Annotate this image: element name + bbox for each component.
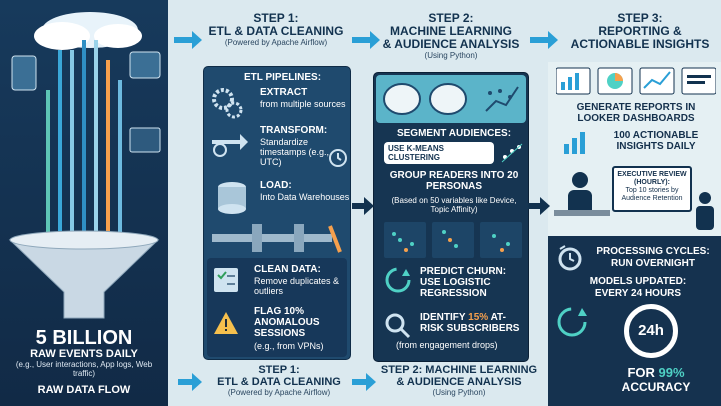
step1-header: STEP 1: ETL & DATA CLEANING (Powered by … (196, 11, 356, 48)
arrow-right-icon (530, 31, 558, 49)
churn-icon (385, 267, 411, 293)
footer-step1: STEP 1: ETL & DATA CLEANING (Powered by … (204, 364, 354, 397)
brain-icon (429, 83, 467, 115)
step1-title-line1: STEP 1: (253, 11, 299, 25)
accuracy-line1: FOR 99% (596, 366, 716, 380)
ml-icons (383, 83, 519, 115)
processing-cycles-text: RUN OVERNIGHT (611, 258, 695, 269)
segment-audiences-heading: SEGMENT AUDIENCES: (396, 128, 512, 139)
clean-data-heading: CLEAN DATA: (254, 264, 321, 275)
timer-icon (558, 245, 582, 271)
24h-clock-icon (624, 304, 678, 358)
step2-title-line2: MACHINE LEARNING (390, 24, 512, 38)
magnifier-icon (385, 313, 411, 339)
analyst-illustration (554, 172, 610, 216)
arrow-right-icon (352, 197, 374, 215)
predict-churn-heading: PREDICT CHURN: (420, 266, 507, 277)
accuracy-line2: ACCURACY (621, 380, 691, 394)
laptop-icon (129, 127, 161, 153)
footer-step1-subtitle: (Powered by Apache Airflow) (227, 388, 331, 397)
events-examples: (e.g., User interactions, App logs, Web … (15, 360, 153, 378)
events-label: RAW EVENTS DAILY (30, 348, 138, 360)
pipes-illustration (212, 224, 342, 253)
arrow-right-icon (174, 31, 202, 49)
phone-icon (11, 55, 37, 91)
flag-anomalous-text: (e.g., from VPNs) (254, 341, 324, 351)
predict-churn-text: USE LOGISTIC REGRESSION (420, 277, 491, 299)
identify-at-risk-text: (from engagement drops) (396, 340, 498, 350)
actionable-insights-text: 100 ACTIONABLE INSIGHTS DAILY (613, 130, 699, 152)
step2-header: STEP 2: MACHINE LEARNING & AUDIENCE ANAL… (370, 11, 532, 61)
scatter-icon (501, 143, 523, 163)
cluster-plots-icon (384, 222, 522, 258)
models-updated-heading: MODELS UPDATED: (589, 276, 687, 287)
step2-title-line1: STEP 2: (428, 11, 474, 25)
transform-icon (212, 134, 248, 157)
step3-title-line2: REPORTING & (598, 24, 682, 38)
arrow-right-icon (352, 373, 376, 391)
executive-review-card: EXECUTIVE REVIEW (HOURLY): Top 10 storie… (612, 166, 692, 212)
funnel-icon (8, 239, 160, 319)
etl-pipelines-heading: ETL PIPELINES: (244, 72, 322, 83)
arrow-right-icon (178, 373, 202, 391)
models-updated-text: EVERY 24 HOURS (594, 288, 682, 299)
step3-header: STEP 3: REPORTING & ACTIONABLE INSIGHTS (560, 12, 720, 51)
footer-step2-line1: STEP 2: MACHINE LEARNING (380, 364, 538, 376)
presenter-icon (696, 192, 714, 230)
identify-label: IDENTIFY (420, 312, 469, 323)
group-readers-text: (Based on 50 variables like Device, Topi… (391, 196, 517, 214)
generate-reports-text: GENERATE REPORTS IN LOOKER DASHBOARDS (576, 102, 696, 124)
footer-step2: STEP 2: MACHINE LEARNING & AUDIENCE ANAL… (376, 364, 542, 397)
step1-title-line2: ETL & DATA CLEANING (208, 24, 344, 38)
step2-title-line3: & AUDIENCE ANALYSIS (382, 37, 520, 51)
kmeans-label: USE K-MEANS CLUSTERING (388, 144, 445, 162)
transform-heading: TRANSFORM: (260, 125, 328, 136)
broom-icon (328, 225, 342, 253)
extract-heading: EXTRACT (260, 87, 308, 98)
arrow-right-icon (528, 197, 550, 215)
clock-label: 24h (638, 322, 664, 339)
processing-cycles-heading: PROCESSING CYCLES: (596, 246, 710, 257)
load-text: Into Data Warehouses (260, 192, 350, 202)
data-funnel-illustration (8, 12, 161, 319)
step1-subtitle: (Powered by Apache Airflow) (224, 38, 328, 47)
extract-text: from multiple sources (260, 99, 346, 109)
accuracy-percentage: 99% (658, 365, 685, 380)
dashboard-icons (556, 67, 716, 95)
clean-data-text: Remove duplicates & outliers (254, 276, 340, 296)
step2-subtitle: (Using Python) (424, 51, 478, 60)
raw-data-column: 5 BILLION RAW EVENTS DAILY (e.g., User i… (0, 0, 168, 406)
tablet-icon (129, 51, 161, 79)
load-heading: LOAD: (260, 180, 292, 191)
executive-review-heading: EXECUTIVE REVIEW (HOURLY): (617, 171, 687, 186)
sync-icon (557, 307, 587, 337)
brain-icon (383, 83, 421, 115)
footer-step2-line2: & AUDIENCE ANALYSIS (396, 376, 522, 388)
trend-chart-icon (485, 86, 519, 112)
step3-title-line1: STEP 3: (617, 11, 663, 25)
at-risk-label: AT-RISK SUBSCRIBERS (420, 312, 520, 334)
transform-text: Standardize timestamps (e.g., UTC) (260, 137, 330, 167)
raw-data-flow-label: RAW DATA FLOW (37, 384, 131, 396)
arrow-right-icon (352, 31, 380, 49)
identify-at-risk-heading: IDENTIFY 15% AT-RISK SUBSCRIBERS (420, 312, 528, 334)
clock-icon (329, 149, 347, 167)
warning-icon (214, 312, 238, 334)
step3-title-line3: ACTIONABLE INSIGHTS (570, 37, 710, 51)
footer-step2-subtitle: (Using Python) (432, 388, 486, 397)
database-icon (218, 182, 246, 214)
executive-review-text: Top 10 stories by Audience Retention (621, 187, 683, 202)
events-count: 5 BILLION (35, 327, 133, 349)
flag-anomalous-heading: FLAG 10% ANOMALOUS SESSIONS (254, 306, 320, 339)
checklist-icon (214, 268, 238, 292)
bar-chart-icon (564, 132, 585, 154)
accuracy-label: FOR (627, 365, 659, 380)
gears-icon (212, 88, 243, 119)
footer-step1-line2: ETL & DATA CLEANING (217, 376, 341, 388)
group-readers-heading: GROUP READERS INTO 20 PERSONAS (389, 170, 519, 192)
at-risk-percentage: 15% (468, 312, 489, 323)
footer-step1-line1: STEP 1: (258, 364, 300, 376)
kmeans-badge: USE K-MEANS CLUSTERING (384, 142, 494, 164)
